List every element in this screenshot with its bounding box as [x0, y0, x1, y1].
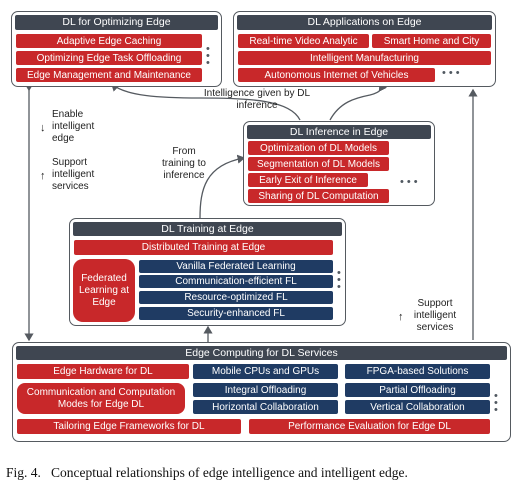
training-to-inference-arrow [199, 154, 246, 219]
smart-home-city: Smart Home and City [372, 34, 491, 48]
performance-evaluation: Performance Evaluation for Edge DL [249, 419, 490, 434]
federated-learning-label: Federated Learning at Edge [78, 272, 130, 308]
horizontal-collaboration: Horizontal Collaboration [193, 400, 338, 414]
applications-title: DL Applications on Edge [237, 15, 492, 30]
edge-hardware: Edge Hardware for DL [17, 364, 189, 379]
inference-title: DL Inference in Edge [247, 125, 431, 139]
from-training-label: From training to inference [162, 146, 206, 181]
comm-computation-modes-label: Communication and Computation Modes for … [26, 386, 176, 410]
computing-title: Edge Computing for DL Services [16, 346, 507, 360]
training-panel: DL Training at Edge Distributed Training… [69, 218, 346, 326]
support-services-left-label: ↑ Support intelligent services [40, 157, 95, 192]
optimization-dl-models: Optimization of DL Models [248, 141, 389, 155]
more-dots: ••• [337, 267, 341, 293]
more-dots: ••• [400, 176, 421, 188]
computing-panel: Edge Computing for DL Services Edge Hard… [12, 342, 511, 442]
edge-management-maintenance: Edge Management and Maintenance [16, 68, 202, 82]
video-analytic: Real-time Video Analytic [238, 34, 369, 48]
more-dots: ••• [494, 390, 498, 416]
intelligence-given-label: Intelligence given by DL inference [203, 88, 311, 111]
caption-prefix: Fig. 4. [6, 465, 41, 480]
early-exit-inference: Early Exit of Inference [248, 173, 368, 187]
federated-learning-block: Federated Learning at Edge [73, 259, 135, 322]
security-enhanced-fl: Security-enhanced FL [139, 307, 333, 320]
training-title: DL Training at Edge [73, 222, 342, 236]
mobile-cpus-gpus: Mobile CPUs and GPUs [193, 364, 338, 379]
more-dots: ••• [442, 67, 463, 79]
autonomous-iov: Autonomous Internet of Vehicles [238, 68, 435, 82]
tailoring-frameworks: Tailoring Edge Frameworks for DL [17, 419, 241, 434]
segmentation-dl-models: Segmentation of DL Models [248, 157, 389, 171]
inference-to-optimizing-arrow [111, 83, 301, 121]
inference-panel: DL Inference in Edge Optimization of DL … [243, 121, 435, 206]
inference-to-applications-arrow [329, 82, 387, 121]
optimizing-task-offloading: Optimizing Edge Task Offloading [16, 51, 202, 65]
more-dots: ••• [206, 43, 210, 69]
applications-panel: DL Applications on Edge Real-time Video … [233, 11, 496, 87]
optimizing-edge-title: DL for Optimizing Edge [15, 15, 218, 30]
sharing-dl-computation: Sharing of DL Computation [248, 189, 389, 203]
adaptive-edge-caching: Adaptive Edge Caching [16, 34, 202, 48]
fpga-solutions: FPGA-based Solutions [345, 364, 490, 379]
resource-optimized-fl: Resource-optimized FL [139, 291, 333, 304]
vanilla-fl: Vanilla Federated Learning [139, 260, 333, 273]
vertical-collaboration: Vertical Collaboration [345, 400, 490, 414]
enable-intelligent-edge-label: ↓ Enable intelligent edge [40, 109, 95, 144]
intelligent-manufacturing: Intelligent Manufacturing [238, 51, 491, 65]
distributed-training: Distributed Training at Edge [74, 240, 333, 255]
integral-offloading: Integral Offloading [193, 383, 338, 397]
caption-text: Conceptual relationships of edge intelli… [51, 465, 408, 480]
partial-offloading: Partial Offloading [345, 383, 490, 397]
communication-efficient-fl: Communication-efficient FL [139, 275, 333, 288]
optimizing-edge-panel: DL for Optimizing Edge Adaptive Edge Cac… [11, 11, 222, 87]
comm-computation-modes: Communication and Computation Modes for … [17, 383, 185, 414]
figure-caption: Fig. 4. Conceptual relationships of edge… [6, 465, 522, 481]
support-services-right-label: ↑ Support intelligent services [398, 298, 457, 333]
